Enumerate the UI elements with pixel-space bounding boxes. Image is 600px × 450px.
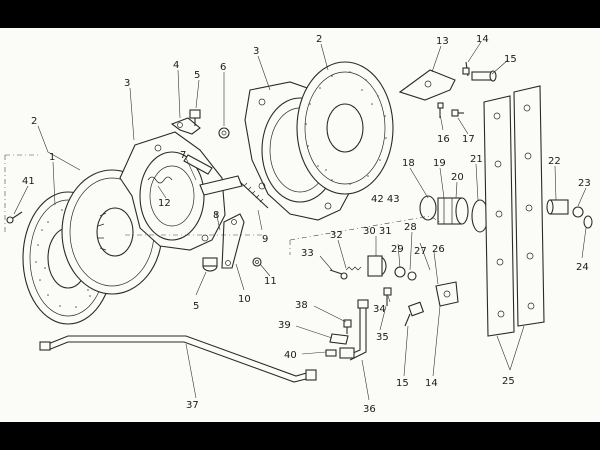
callout-10: 10 (238, 294, 251, 305)
callout-30-31: 30 31 (363, 226, 392, 237)
lever-part-4 (170, 117, 201, 135)
callout-29: 29 (391, 244, 404, 255)
callout-7: 7 (180, 150, 186, 161)
callout-36: 36 (363, 404, 376, 415)
pin-part-14-top (462, 61, 470, 77)
callout-21: 21 (470, 154, 483, 165)
exploded-brake-assembly-diagram: 1 2 3 4 5 6 3 2 7 12 8 9 10 11 5 13 14 1… (4, 34, 593, 415)
callout-32: 32 (330, 230, 343, 241)
fitting-part-22 (546, 199, 569, 215)
callout-35: 35 (376, 332, 389, 343)
brake-pipe-part-36 (339, 299, 369, 361)
bolt-part-38 (343, 319, 352, 334)
callout-3-right: 3 (253, 46, 259, 57)
callout-20: 20 (451, 172, 464, 183)
callout-24: 24 (576, 262, 589, 273)
callout-28: 28 (404, 222, 417, 233)
bolt-part-41 (6, 211, 23, 224)
leader-lines (13, 41, 587, 401)
bush-part-5-lower (202, 257, 218, 272)
friction-disc-part-2-right (296, 61, 394, 195)
outline-dash-middle (289, 215, 441, 255)
callout-42-43: 42 43 (371, 194, 400, 205)
callout-38: 38 (295, 300, 308, 311)
part-callouts: 1 2 3 4 5 6 3 2 7 12 8 9 10 11 5 13 14 1… (22, 34, 591, 415)
bolt-part-17 (451, 109, 464, 117)
callout-22: 22 (548, 156, 561, 167)
callout-15-lower: 15 (396, 378, 409, 389)
callout-18: 18 (402, 158, 415, 169)
outline-dash-left (4, 154, 265, 236)
pin-part-33 (329, 269, 348, 280)
callout-11: 11 (264, 276, 277, 287)
nut-part-23 (572, 206, 584, 218)
callout-19: 19 (433, 158, 446, 169)
callout-1: 1 (49, 152, 55, 163)
callout-8: 8 (213, 210, 219, 221)
callout-23: 23 (578, 178, 591, 189)
callout-25: 25 (502, 376, 515, 387)
callout-26: 26 (432, 244, 445, 255)
valve-body-parts-29-34 (367, 255, 459, 307)
bracket-part-13 (398, 69, 456, 101)
bolt-part-5-upper (189, 109, 201, 126)
pin-part-40 (325, 349, 337, 357)
callout-37: 37 (186, 400, 199, 411)
callout-2-left: 2 (31, 116, 37, 127)
callout-34: 34 (373, 304, 386, 315)
callout-27: 27 (414, 246, 427, 257)
shaft-assembly-parts-18-21 (419, 195, 489, 233)
diagram-sheet: 1 2 3 4 5 6 3 2 7 12 8 9 10 11 5 13 14 1… (0, 28, 600, 422)
callout-14-top: 14 (476, 34, 489, 45)
adjusting-rod-part-9 (183, 154, 269, 209)
nut-part-6 (218, 127, 230, 139)
pin-part-15-top (471, 70, 497, 82)
bolt-part-35 (383, 287, 392, 306)
pin-part-15-lower (404, 301, 425, 327)
callout-12: 12 (158, 198, 171, 209)
bolt-part-16 (437, 102, 444, 118)
callout-13: 13 (436, 36, 449, 47)
callout-16: 16 (437, 134, 450, 145)
callout-2-right: 2 (316, 34, 322, 45)
callout-5-upper: 5 (194, 70, 200, 81)
callout-33: 33 (301, 248, 314, 259)
bracket-part-39 (329, 333, 349, 345)
nut-part-11 (252, 257, 262, 267)
callout-4: 4 (173, 60, 179, 71)
callout-17: 17 (462, 134, 475, 145)
spring-part-32 (345, 266, 362, 271)
callout-14-lower: 14 (425, 378, 438, 389)
link-part-10 (221, 213, 245, 269)
callout-40: 40 (284, 350, 297, 361)
callout-41: 41 (22, 176, 35, 187)
callout-6: 6 (220, 62, 226, 73)
callout-39: 39 (278, 320, 291, 331)
callout-9: 9 (262, 234, 268, 245)
side-bar-part-25 (483, 85, 545, 337)
callout-5-lower: 5 (193, 301, 199, 312)
callout-3-left: 3 (124, 78, 130, 89)
brake-pipe-part-37 (39, 335, 317, 383)
washer-part-24 (583, 215, 593, 229)
callout-15-top: 15 (504, 54, 517, 65)
